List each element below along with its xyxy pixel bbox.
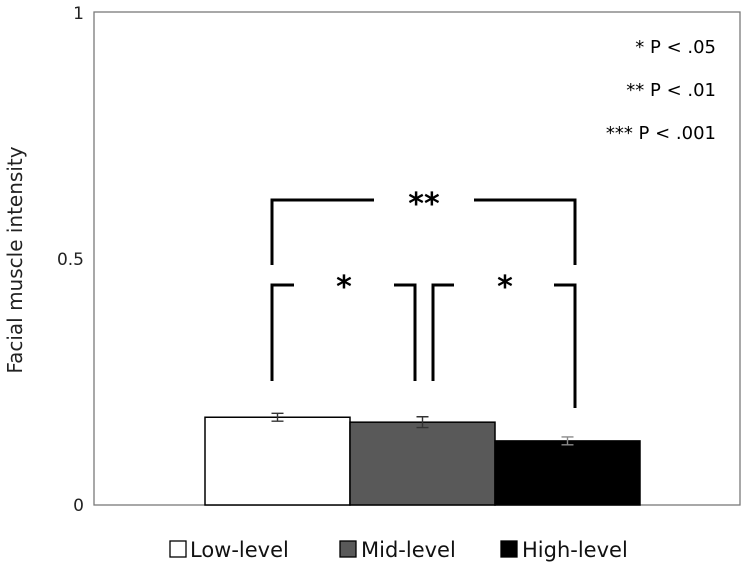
bar-mid-level xyxy=(349,421,496,506)
legend-swatch-high-level xyxy=(500,540,518,558)
p-value-note: * P < .05 xyxy=(635,37,716,58)
bars xyxy=(204,416,641,506)
bracket-low-mid xyxy=(270,283,417,381)
p-value-notes: * P < .05 ** P < .01 *** P < .001 xyxy=(606,37,716,144)
y-tick-labels: 0 0.5 1 xyxy=(57,4,84,516)
error-bars xyxy=(271,412,574,446)
error-bar-mid-level xyxy=(416,416,429,429)
y-axis-label: Facial muscle intensity xyxy=(3,146,27,373)
y-tick-label: 0 xyxy=(73,496,84,516)
legend-label-mid-level: Mid-level xyxy=(361,538,456,562)
legend-swatch-low-level xyxy=(169,540,187,558)
error-bar-low-level xyxy=(271,412,284,422)
p-value-note: *** P < .001 xyxy=(606,123,716,144)
bracket-low-high xyxy=(270,198,577,265)
legend-swatch-mid-level xyxy=(339,540,357,558)
sig-label-mid-high: * xyxy=(497,270,513,305)
legend-label-high-level: High-level xyxy=(522,538,628,562)
p-value-note: ** P < .01 xyxy=(626,80,716,101)
error-bar-high-level xyxy=(561,436,574,446)
bracket-mid-high xyxy=(431,283,577,408)
legend-label-low-level: Low-level xyxy=(190,538,289,562)
y-tick-label: 1 xyxy=(73,4,84,24)
bar-low-level xyxy=(204,416,351,506)
bar-high-level xyxy=(494,440,641,506)
legend: Low-level Mid-level High-level xyxy=(169,538,628,562)
y-tick-label: 0.5 xyxy=(57,250,84,270)
sig-label-low-high: ** xyxy=(408,187,440,222)
significance-brackets: * * ** xyxy=(270,187,577,408)
sig-label-low-mid: * xyxy=(336,270,352,305)
